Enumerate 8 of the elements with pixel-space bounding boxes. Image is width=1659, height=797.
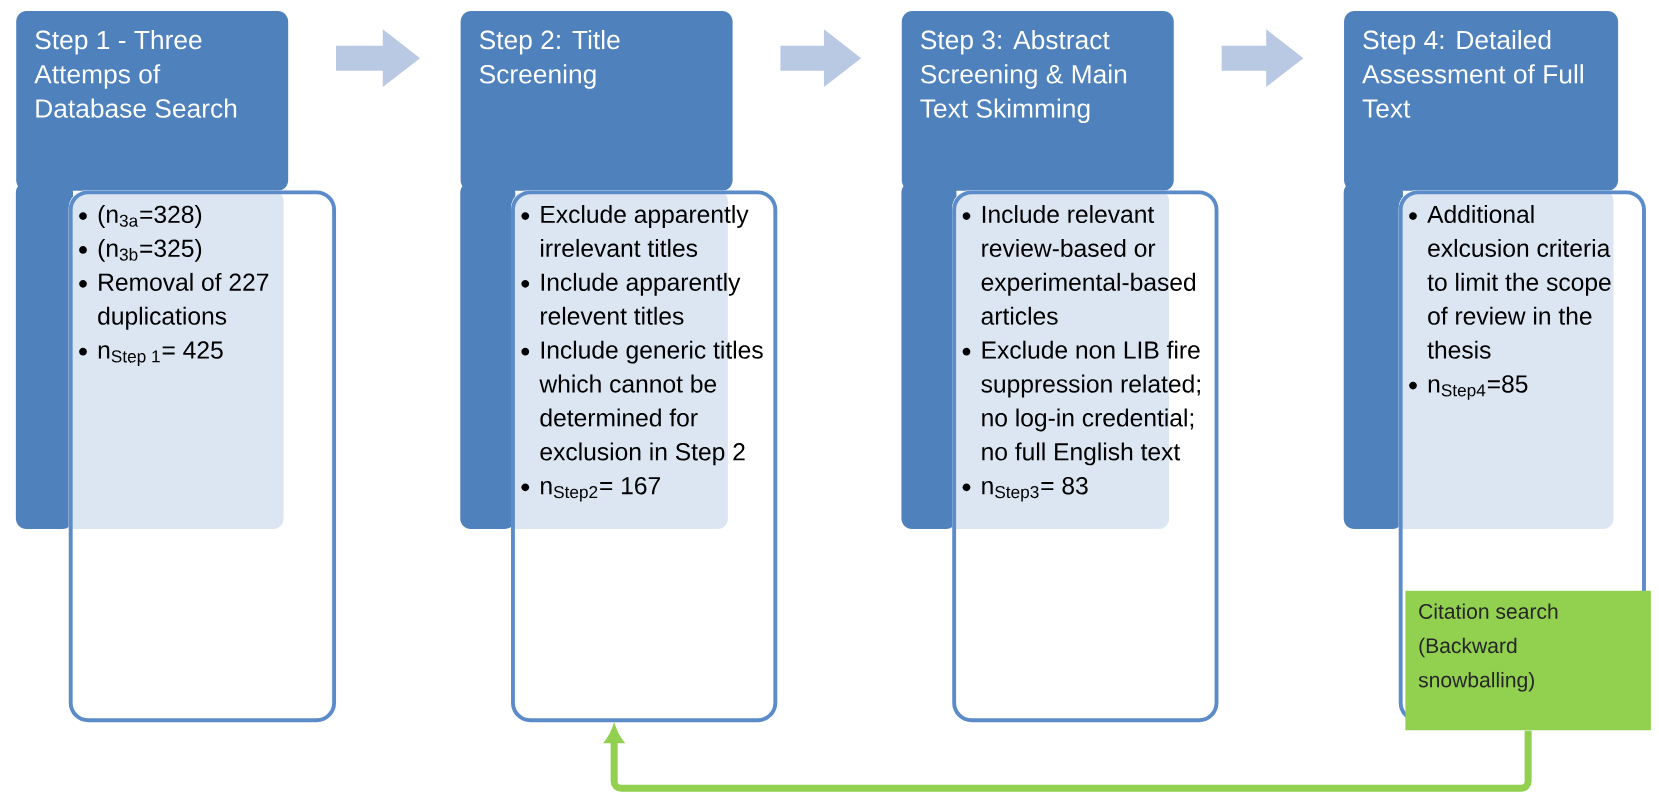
step-header-box: Step 2: Title Screening: [460, 11, 733, 191]
citation-box: Citation search (Backward snowballing): [1405, 590, 1651, 731]
step-header-box: Step 1 - Three Attemps of Database Search: [16, 11, 289, 191]
step-header-box: Step 3: Abstract Screening & Main Text Skimming: [901, 11, 1174, 191]
list-box: Exclude apparently irrelevant titles Include apparently relevent titles Include generic titles which cannot be determined for exclusion in Step 2 n$_{Step2}$= 167: [511, 190, 789, 736]
list-box: (n$_{3a}$=328) (n$_{3b}$=325) Removal of 227 duplications n$_{Step 1}$= 425: [68, 190, 347, 736]
step-header-box: Step 4: Detailed Assessment of Full Text: [1344, 11, 1619, 191]
list-box: Include relevant review-based or experimental-based articles Exclude non LIB fire suppression related; no log-in credential; no full English text n$_{Step3}$= 83: [952, 190, 1230, 736]
